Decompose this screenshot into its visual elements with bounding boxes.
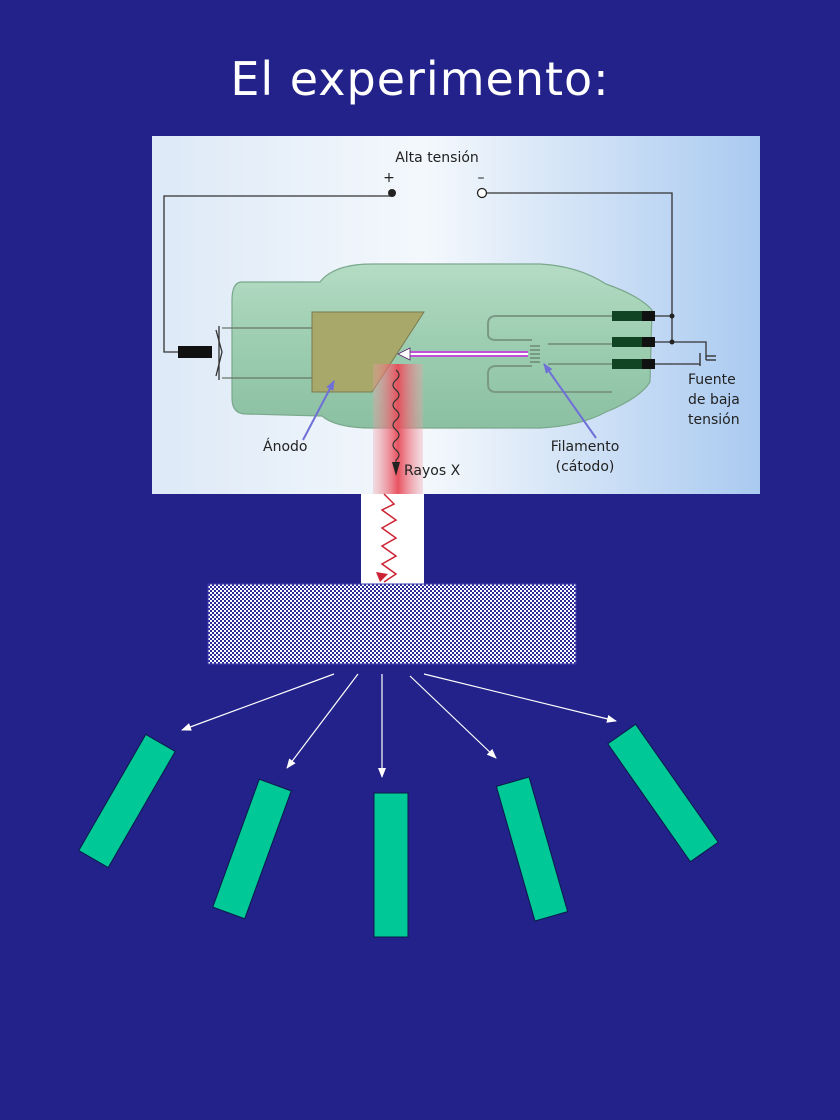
low-voltage-label-line1: Fuente (688, 372, 736, 388)
low-voltage-label-line3: tensión (688, 412, 740, 428)
xray-tube-panel: + – Alta tensión (152, 136, 760, 494)
plus-sign: + (383, 170, 395, 186)
anode-target (311, 311, 425, 393)
diffracted-ray-1 (181, 673, 335, 731)
negative-terminal (476, 187, 488, 199)
crystal-sample (207, 583, 577, 665)
high-voltage-label: Alta tensión (395, 150, 479, 166)
xray-arrow-icon (392, 462, 400, 476)
xray-zigzag (380, 493, 398, 583)
minus-sign: – (478, 170, 485, 186)
slide-title: El experimento: (230, 52, 610, 106)
positive-terminal (388, 189, 396, 197)
battery-icon (699, 353, 716, 366)
detector-plate-5 (607, 723, 719, 863)
detector-plate-3 (373, 792, 409, 938)
electron-beam (397, 347, 528, 361)
xray-zigzag-arrow-icon (376, 572, 388, 582)
detector-plate-2 (212, 778, 292, 920)
anode-pointer (302, 380, 335, 441)
tube-pins (612, 311, 655, 369)
xray-label: Rayos X (404, 463, 461, 479)
xray-continuation (361, 493, 424, 584)
anode-connector (178, 346, 212, 358)
detector-plates (78, 723, 719, 938)
filament-coil (530, 345, 540, 363)
diffracted-ray-4 (409, 675, 497, 759)
glass-tube (231, 263, 653, 429)
filament-label-line2: (cátodo) (556, 459, 615, 475)
xray-beam (373, 364, 423, 494)
anode-label: Ánodo (263, 438, 307, 455)
diffracted-ray-5 (423, 673, 617, 723)
xray-wave (392, 369, 400, 470)
low-voltage-label-line2: de baja (688, 392, 740, 408)
detector-plate-4 (495, 776, 569, 922)
filament-pointer (543, 363, 597, 439)
internal-leads (222, 327, 314, 379)
filament-label-line1: Filamento (551, 439, 620, 455)
detector-plate-1 (78, 733, 176, 869)
diffracted-rays (181, 673, 617, 778)
cathode-cup (487, 315, 612, 393)
diffracted-ray-2 (286, 673, 359, 769)
